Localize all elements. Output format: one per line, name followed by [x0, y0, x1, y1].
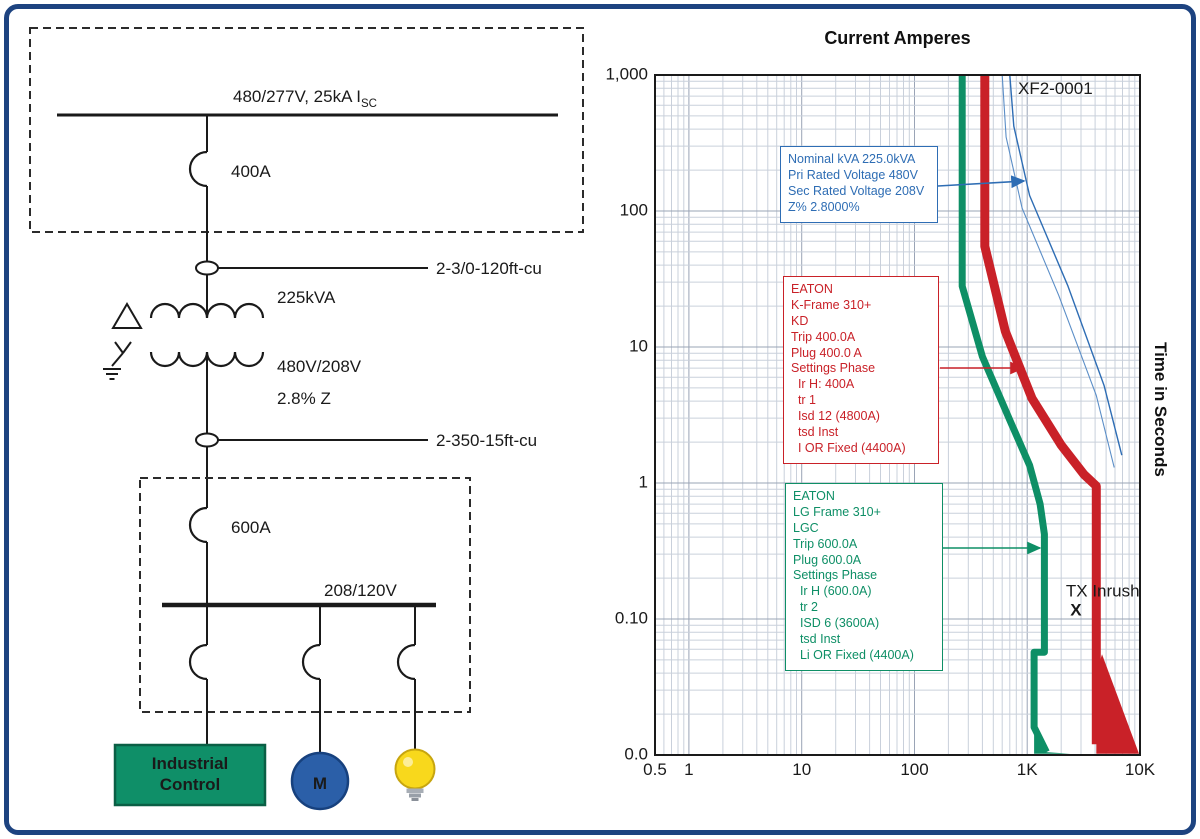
- y-tick-label: 1,000: [605, 65, 648, 84]
- annotation-line: Z% 2.8000%: [788, 199, 860, 214]
- annotation-line: Plug 400.0 A: [791, 345, 862, 360]
- annotation-arrows: [937, 175, 1042, 555]
- kd-clearing-region: [1096, 654, 1139, 754]
- wye-ground-icon: [103, 341, 132, 380]
- breaker-400a-label: 400A: [231, 162, 271, 181]
- annotation-line: KD: [791, 313, 809, 328]
- annotation-line: Settings Phase: [793, 568, 878, 583]
- plot-frame: [654, 74, 1141, 756]
- cable2-node: [195, 432, 219, 448]
- panel-dashed-box: [139, 477, 471, 713]
- y-tick-label: 0.10: [615, 609, 648, 628]
- annotation-line: Isd 12 (4800A): [791, 409, 880, 423]
- transformer-impedance-label: 2.8% Z: [277, 389, 331, 408]
- x-tick-label: 10: [792, 760, 811, 779]
- annotation-line: EATON: [791, 282, 833, 296]
- utility-dashed-box: [29, 27, 584, 233]
- axis-labels: 0.5 1 10 100 1K 10K 1,000 100 10 1 0.10 0.0 XF2-0001…: [605, 65, 1155, 780]
- x-tick-label: 10K: [1125, 760, 1156, 779]
- annotation-line: K-Frame 310+: [791, 297, 872, 312]
- annotation-line: Trip 400.0A: [791, 329, 856, 344]
- annotation-line: tsd Inst: [791, 424, 839, 439]
- kd-400a-curve: [980, 75, 1101, 745]
- x-tick-label: 1: [684, 760, 693, 779]
- y-tick-label: 100: [620, 201, 648, 220]
- annotation-line: Plug 600.0A: [793, 552, 862, 567]
- delta-winding-icon: [111, 302, 143, 329]
- transformer-voltage-label: 480V/208V: [277, 357, 362, 376]
- annotation-line: tr 1: [791, 393, 817, 408]
- x-tick-label: 0.5: [643, 760, 667, 779]
- cable2-label: 2-350-15ft-cu: [436, 431, 537, 450]
- y-tick-label: 1: [639, 473, 648, 492]
- curves: [958, 75, 1139, 754]
- lighting-load-bulb-icon: [394, 748, 436, 801]
- y-tick-label: 10: [629, 337, 648, 356]
- annotation-line: tr 2: [793, 600, 819, 615]
- tx-inrush-marker: X: [1070, 601, 1082, 620]
- annotation-line: Ir H (600.0A): [793, 584, 872, 599]
- feeder-2: [301, 605, 321, 753]
- tx-inrush-label: TX Inrush: [1066, 582, 1140, 601]
- bus-208v-label: 208/120V: [324, 581, 397, 600]
- annotation-line: tsd Inst: [793, 631, 841, 646]
- cable1-node: [195, 260, 219, 276]
- annotation-line: Pri Rated Voltage 480V: [788, 167, 918, 182]
- y-tick-label: 0.0: [624, 745, 648, 764]
- motor-label: M: [313, 774, 327, 793]
- x-tick-label: 1K: [1017, 760, 1038, 779]
- annotation-line: LG Frame 310+: [793, 504, 881, 519]
- transformer-damage-curve: [1009, 75, 1123, 456]
- industrial-control-load: [113, 743, 267, 807]
- x-tick-label: 100: [900, 760, 928, 779]
- transformer-kva-label: 225kVA: [277, 288, 336, 307]
- annotation-line: Settings Phase: [791, 361, 876, 376]
- cable1-label: 2-3/0-120ft-cu: [436, 259, 542, 278]
- breaker-600a-label: 600A: [231, 518, 271, 537]
- annotation-line: Li OR Fixed (4400A): [793, 647, 914, 662]
- bus-480v-label: 480/277V, 25kA ISC: [233, 87, 377, 110]
- industrial-load-label-2: Control: [160, 775, 220, 794]
- transformer-info-arrow: [937, 175, 1026, 189]
- lgc-600a-curve: [958, 75, 1050, 754]
- lgc-clearing-region: [1034, 727, 1071, 754]
- transformer-primary-winding: [149, 302, 265, 319]
- motor-load: [290, 751, 350, 811]
- yaxis-title: Time in Seconds: [1151, 342, 1170, 477]
- breaker-600a-symbol: [188, 506, 208, 544]
- transformer-curve-label: XF2-0001: [1018, 79, 1093, 98]
- breaker-400a-symbol: [188, 150, 208, 188]
- feeder-1: [188, 605, 208, 745]
- transformer-damage-curve-2: [1001, 75, 1115, 468]
- annotation-line: Nominal kVA 225.0kVA: [788, 152, 916, 166]
- one-line-diagram: 480/277V, 25kA ISC 400A 2-3/0-120ft-cu 2…: [29, 27, 584, 811]
- annotation-line: Sec Rated Voltage 208V: [788, 183, 925, 198]
- annotation-line: Trip 600.0A: [793, 536, 858, 551]
- annotation-line: EATON: [793, 489, 835, 503]
- annotation-line: I OR Fixed (4400A): [791, 440, 906, 455]
- chart-title: Current Amperes: [824, 28, 971, 48]
- annotation-line: ISD 6 (3600A): [793, 616, 880, 630]
- annotation-line: Ir H: 400A: [791, 377, 855, 392]
- feeder-3: [396, 605, 416, 750]
- industrial-load-label-1: Industrial: [152, 754, 229, 773]
- annotation-line: LGC: [793, 520, 819, 535]
